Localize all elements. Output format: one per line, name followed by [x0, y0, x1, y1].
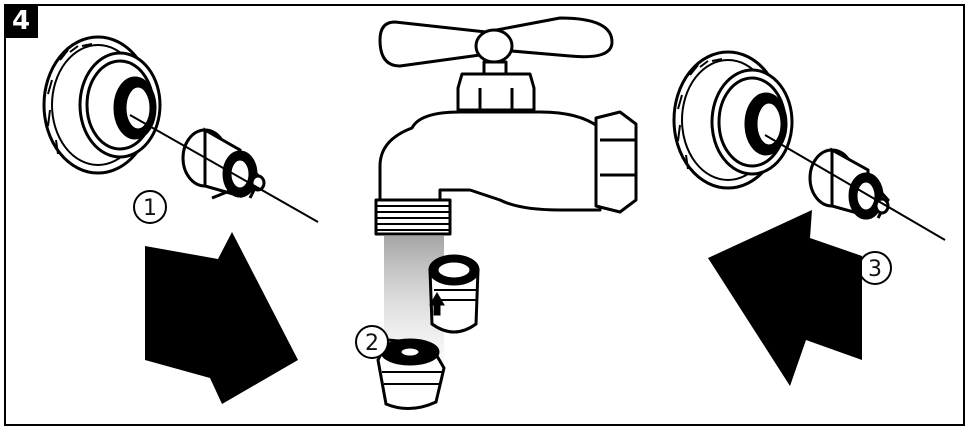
callout-2: 2	[356, 326, 388, 358]
svg-text:3: 3	[868, 257, 882, 282]
right-hose-coupling-icon	[674, 52, 792, 188]
callout-1: 1	[134, 191, 166, 223]
svg-text:1: 1	[143, 196, 157, 221]
left-filter-screen-icon	[183, 130, 264, 198]
left-hose-coupling-icon	[44, 37, 160, 173]
right-arrow-icon	[708, 210, 862, 386]
left-arrow-icon	[145, 232, 298, 404]
center-washer-icon	[378, 340, 444, 409]
faucet-icon	[376, 18, 636, 234]
svg-text:2: 2	[365, 331, 379, 356]
callout-3: 3	[859, 252, 891, 284]
center-filter-screen-icon	[430, 256, 478, 332]
